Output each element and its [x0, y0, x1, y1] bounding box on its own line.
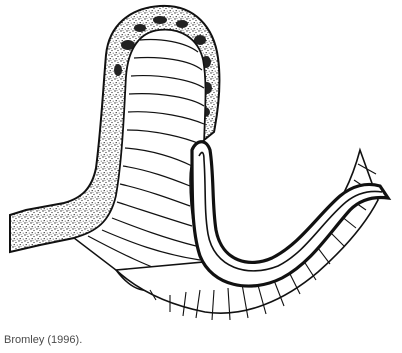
spreite-inner-region	[74, 30, 205, 291]
trace-fossil-illustration	[0, 0, 402, 336]
burrow-drawing	[0, 0, 402, 336]
figure-caption: Bromley (1996).	[4, 333, 82, 347]
